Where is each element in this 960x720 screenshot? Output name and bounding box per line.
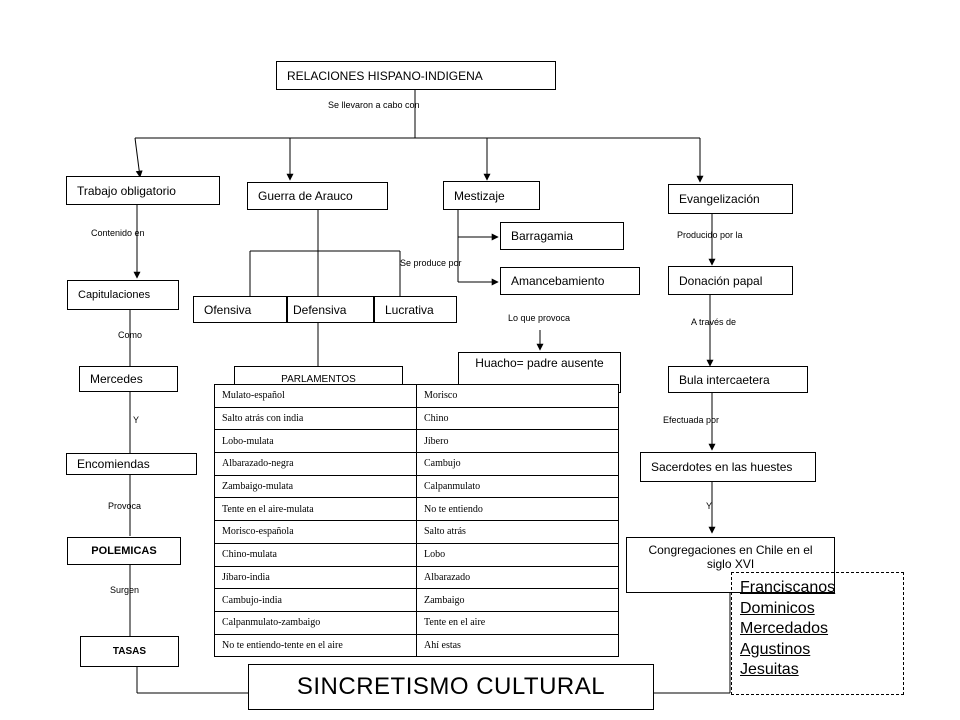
box-defensiva: Defensiva — [287, 296, 374, 323]
label-a-traves-de: A través de — [691, 317, 737, 327]
box-barragamia: Barragamia — [500, 222, 624, 250]
castas-resultado-cell: Lobo — [416, 542, 619, 567]
castas-combinacion-cell: Morisco-española — [214, 520, 417, 544]
box-mestizaje: Mestizaje — [443, 181, 540, 210]
orden-religiosa-item: Dominicos — [740, 599, 815, 617]
castas-combinacion-cell: Albarazado-negra — [214, 452, 417, 476]
box-amancebamiento: Amancebamiento — [500, 267, 640, 295]
castas-resultado-cell: Morisco — [416, 384, 619, 408]
box-donacion-papal: Donación papal — [668, 266, 793, 295]
label-surgen: Surgen — [110, 585, 140, 595]
castas-resultado-cell: Chino — [416, 406, 619, 431]
box-trabajo-obligatorio: Trabajo obligatorio — [66, 176, 220, 205]
box-polemicas: POLEMICAS — [67, 537, 181, 565]
orden-religiosa-item: Franciscanos — [740, 579, 836, 596]
box-congregaciones: Congregaciones en Chile en el siglo XVI — [626, 537, 835, 593]
box-evangelizacion: Evangelización — [668, 184, 793, 214]
castas-resultado-cell: Albarazado — [416, 565, 619, 590]
castas-combinacion-cell: Mulato-español — [214, 384, 417, 408]
box-sacerdotes-en-las-huestes: Sacerdotes en las huestes — [640, 452, 816, 482]
label-y-2: Y — [706, 501, 713, 511]
orden-religiosa-item: Agustinos — [740, 640, 811, 658]
castas-combinacion-cell: Zambaigo-mulata — [214, 474, 417, 499]
castas-resultado-cell: Ahí estas — [416, 633, 619, 658]
box-lucrativa: Lucrativa — [374, 296, 457, 323]
castas-combinacion-cell: Jíbaro-india — [214, 565, 417, 590]
castas-resultado-cell: Cambujo — [416, 452, 619, 476]
castas-resultado-cell: Tente en el aire — [416, 610, 619, 635]
castas-resultado-cell: Jíbero — [416, 429, 619, 454]
box-capitulaciones: Capitulaciones — [67, 280, 179, 310]
label-producido-por: Producido por la — [677, 230, 743, 240]
label-lo-que-provoca: Lo que provoca — [508, 313, 571, 323]
label-provoca: Provoca — [108, 501, 142, 511]
castas-resultado-cell: Salto atrás — [416, 520, 619, 544]
label-y-1: Y — [133, 415, 140, 425]
box-encomiendas: Encomiendas — [66, 453, 197, 475]
castas-resultado-cell: Calpanmulato — [416, 474, 619, 499]
box-bula-intercaetera: Bula intercaetera — [668, 366, 808, 393]
box-sincretismo-cultural: SINCRETISMO CULTURAL — [248, 664, 654, 710]
box-guerra-de-arauco: Guerra de Arauco — [247, 182, 388, 210]
orden-religiosa-item: Mercedados — [740, 620, 829, 637]
castas-combinacion-cell: Calpanmulato-zambaigo — [214, 610, 417, 635]
castas-combinacion-cell: No te entiendo-tente en el aire — [214, 633, 417, 658]
box-relaciones-hispano-indigena: RELACIONES HISPANO-INDIGENA — [276, 61, 556, 90]
label-como: Como — [118, 330, 143, 340]
box-mercedes: Mercedes — [79, 366, 178, 392]
castas-combinacion-cell: Tente en el aire-mulata — [214, 497, 417, 522]
orden-religiosa-item: Jesuitas — [740, 661, 799, 678]
label-se-llevaron: Se llevaron a cabo con — [328, 100, 420, 110]
castas-resultado-cell: Zambaigo — [416, 588, 619, 612]
box-ofensiva: Ofensiva — [193, 296, 287, 323]
castas-combinacion-cell: Salto atrás con india — [214, 406, 417, 431]
castas-resultado-cell: No te entiendo — [416, 497, 619, 522]
box-tasas: TASAS — [80, 636, 179, 667]
castas-combinacion-cell: Lobo-mulata — [214, 429, 417, 454]
label-contenido-en: Contenido en — [91, 228, 145, 238]
castas-combinacion-cell: Cambujo-india — [214, 588, 417, 612]
label-se-produce-por: Se produce por — [400, 258, 462, 268]
castas-combinacion-cell: Chino-mulata — [214, 542, 417, 567]
label-efectuada-por: Efectuada por — [663, 415, 720, 425]
